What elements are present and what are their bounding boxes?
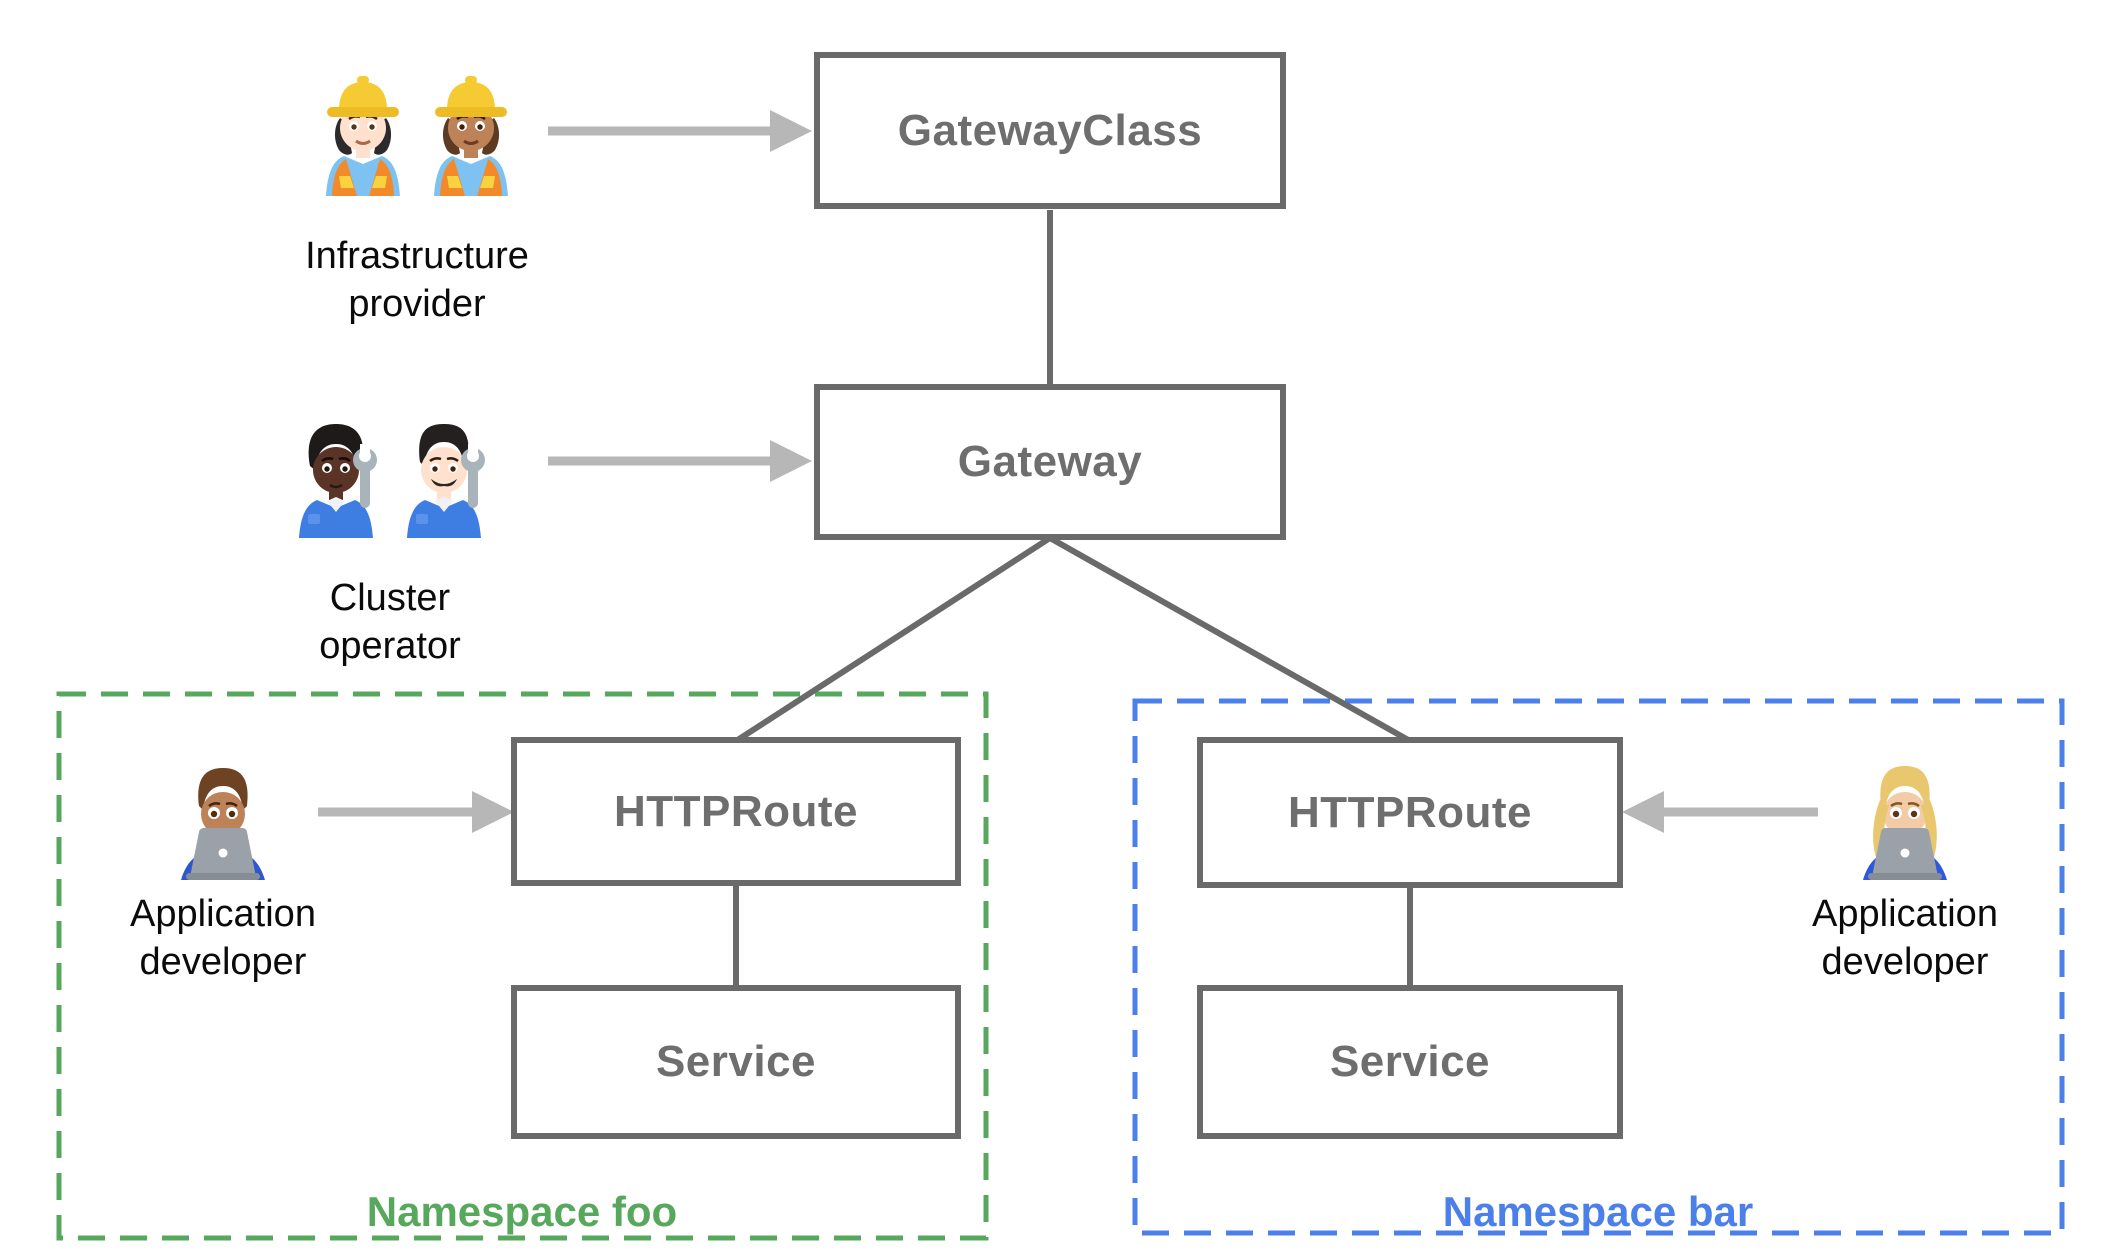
arrow-head (770, 440, 812, 482)
label-line1: Application (130, 893, 316, 935)
gatewayclass-label: GatewayClass (897, 105, 1203, 155)
label-line2: operator (319, 625, 461, 668)
persona-infrastructure-provider: Infrastructure provider (247, 64, 587, 329)
woman-construction-worker-medium-emoji (434, 76, 508, 196)
app-developer-foo-label: Application developer (130, 890, 316, 987)
app-developer-foo-icons (173, 748, 273, 880)
arrow-head (472, 791, 514, 833)
arrow-head (770, 110, 812, 152)
edge-gateway-httproute-bar (1048, 535, 1412, 744)
label-line1: Application (1812, 893, 1998, 935)
namespace-foo-label: Namespace foo (366, 1188, 678, 1235)
namespace-bar-label: Namespace bar (1442, 1188, 1754, 1235)
edge-gateway-httproute-foo (734, 535, 1052, 744)
namespace-bar-border (1132, 698, 2065, 1236)
gateway-label: Gateway (957, 437, 1143, 486)
service-foo-label: Service (655, 1037, 817, 1086)
infrastructure-provider-label: Infrastructure provider (305, 232, 529, 329)
man-technologist-medium-emoji (181, 768, 265, 880)
persona-app-developer-foo: Application developer (53, 748, 393, 987)
cluster-operator-icons (286, 406, 494, 538)
persona-app-developer-bar: Application developer (1735, 748, 2075, 987)
label-line2: developer (139, 941, 307, 984)
app-developer-bar-icons (1855, 748, 1955, 880)
app-developer-bar-label: Application developer (1812, 890, 1998, 987)
namespace-foo-border (56, 691, 989, 1241)
httproute-bar-node: HTTPRoute (1197, 737, 1623, 888)
cluster-operator-label: Cluster operator (319, 574, 461, 671)
label-line1: Infrastructure (305, 235, 529, 277)
label-line1: Cluster (329, 577, 451, 619)
gatewayclass-node: GatewayClass (814, 52, 1286, 209)
woman-technologist-light-emoji (1863, 766, 1947, 880)
woman-construction-worker-light-emoji (326, 76, 400, 196)
service-bar-node: Service (1197, 985, 1623, 1139)
man-mechanic-light-emoji (407, 424, 485, 538)
service-bar-label: Service (1329, 1037, 1491, 1086)
arrow-head (1622, 791, 1664, 833)
infrastructure-provider-icons (313, 64, 521, 196)
label-line2: provider (348, 283, 486, 326)
person-mechanic-dark-emoji (299, 424, 377, 538)
gateway-node: Gateway (814, 384, 1286, 540)
httproute-foo-node: HTTPRoute (511, 737, 961, 886)
httproute-bar-label: HTTPRoute (1287, 787, 1533, 837)
infrastructure-provider-arrow (548, 110, 812, 152)
cluster-operator-arrow (548, 440, 812, 482)
httproute-foo-label: HTTPRoute (613, 786, 859, 836)
service-foo-node: Service (511, 985, 961, 1139)
persona-cluster-operator: Cluster operator (220, 406, 560, 671)
app-developer-bar-arrow (1622, 791, 1818, 833)
app-developer-foo-arrow (318, 791, 514, 833)
label-line2: developer (1821, 941, 1989, 984)
